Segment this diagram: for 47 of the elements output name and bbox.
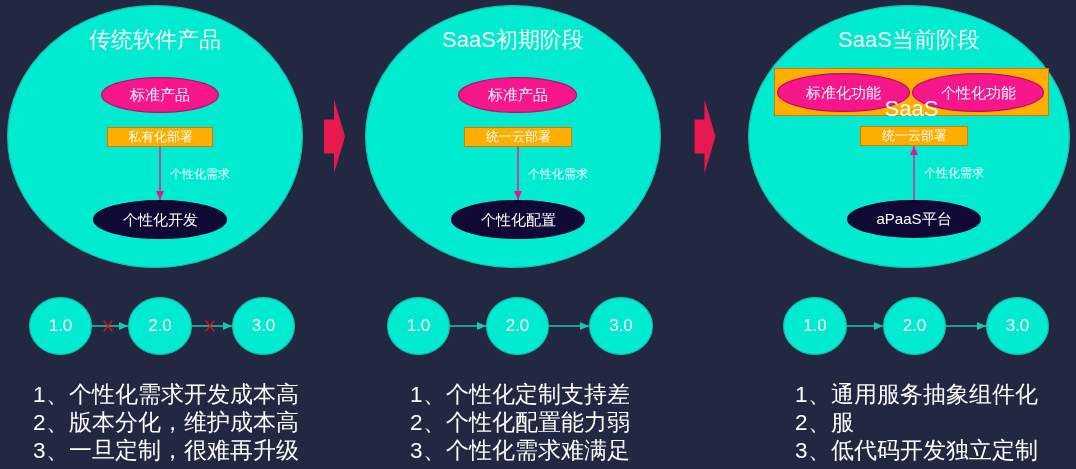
version-circle: 1.0 (783, 297, 847, 355)
version-circle: 2.0 (883, 297, 946, 355)
arrow (910, 145, 918, 201)
result-ellipse: 个性化配置 (451, 200, 585, 239)
bar-label: SaaS (883, 97, 940, 121)
stage-title: SaaS当前阶段 (837, 28, 981, 52)
version-circle: 3.0 (589, 297, 653, 355)
edge-label: 个性化需求 (170, 165, 230, 182)
feature-ellipse: 标准产品 (458, 77, 577, 113)
block-arrow (324, 99, 345, 174)
feature-ellipse: 标准产品 (101, 77, 219, 113)
result-ellipse: aPaaS平台 (847, 200, 981, 238)
list-item: 3、低代码开发独立定制 (795, 437, 1038, 465)
edge-label: 个性化需求 (528, 165, 588, 182)
deploy-box: 统一云部署 (860, 126, 968, 146)
arrow (846, 322, 884, 330)
arrow (156, 146, 164, 201)
version-circle: 3.0 (986, 297, 1049, 355)
list-item: 2、个性化配置能力弱 (410, 409, 630, 437)
list-item: 1、个性化定制支持差 (410, 381, 630, 409)
arrow (514, 146, 522, 201)
stage-ellipse (748, 5, 1070, 268)
version-circle: 2.0 (486, 297, 549, 355)
result-ellipse: 个性化开发 (93, 200, 227, 239)
stage-ellipse (365, 5, 661, 268)
version-circle: 2.0 (128, 297, 192, 355)
list-item: 2、版本分化，维护成本高 (33, 409, 299, 437)
arrow (191, 322, 233, 330)
version-circle: 1.0 (387, 297, 450, 355)
version-circle: 1.0 (29, 297, 92, 355)
arrow (548, 322, 590, 330)
arrow (91, 322, 129, 330)
deploy-box: 私有化部署 (107, 127, 213, 147)
arrow (945, 322, 987, 330)
edge-label: 个性化需求 (924, 165, 984, 181)
list-item: 1、通用服务抽象组件化 (795, 381, 1038, 409)
stage-ellipse (7, 5, 303, 268)
feature-bar (774, 68, 1049, 116)
stage-title: SaaS初期阶段 (441, 28, 585, 52)
stage-title: 传统软件产品 (88, 28, 222, 52)
version-circle: 3.0 (232, 297, 295, 355)
list-item: 3、个性化需求难满足 (410, 437, 630, 465)
list-item: 2、服 (795, 409, 854, 437)
deploy-box: 统一云部署 (464, 127, 572, 147)
list-item: 3、一旦定制，很难再升级 (33, 437, 299, 465)
arrow (449, 322, 487, 330)
list-item: 1、个性化需求开发成本高 (33, 381, 299, 409)
